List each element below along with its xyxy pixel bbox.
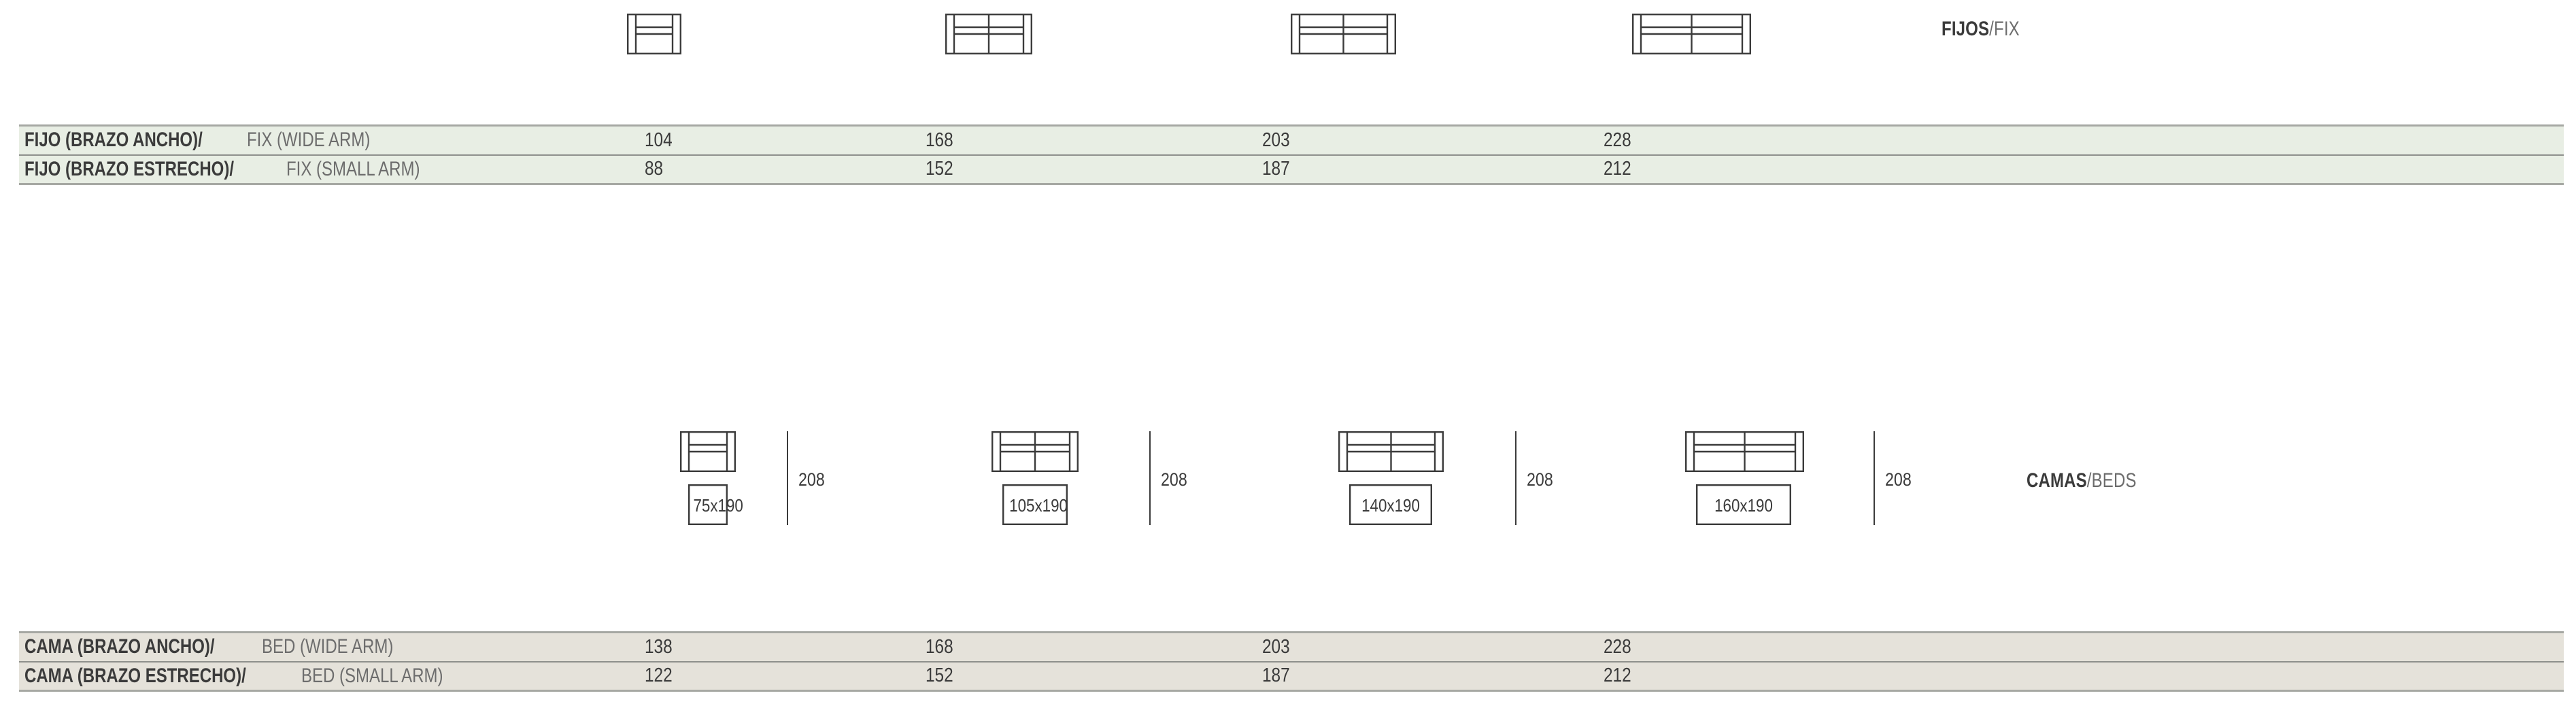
cell-value: 152 xyxy=(926,662,1262,691)
sofa-diagram-fix-4 xyxy=(1632,14,1751,54)
cell-value: 187 xyxy=(1262,662,1604,691)
bed-diagram-1 xyxy=(680,431,736,472)
mattress-label-4: 160x190 xyxy=(1714,495,1773,516)
dimension-label-4: 208 xyxy=(1885,469,1912,490)
bed-diagram-2 xyxy=(992,431,1079,472)
value-text: 228 xyxy=(1604,129,1631,151)
value-text: 228 xyxy=(1604,635,1631,658)
beds-dimensions-table: CAMA (BRAZO ANCHO)/ BED (WIDE ARM) 138 16… xyxy=(19,631,2564,692)
cell-value: 203 xyxy=(1262,633,1604,662)
mattress-box-2 xyxy=(1002,484,1068,525)
cell-value: 228 xyxy=(1604,633,2564,662)
cell-value: 122 xyxy=(645,662,926,691)
row-label-es: CAMA (BRAZO ESTRECHO)/ xyxy=(24,664,246,687)
table-row: CAMA (BRAZO ANCHO)/ BED (WIDE ARM) 138 16… xyxy=(19,632,2564,662)
cell-value: 168 xyxy=(926,633,1262,662)
fixed-dimensions-table: FIJO (BRAZO ANCHO)/ FIX (WIDE ARM) 104 16… xyxy=(19,124,2564,185)
value-text: 203 xyxy=(1262,635,1290,658)
row-label-bed-small-arm: CAMA (BRAZO ESTRECHO)/ BED (SMALL ARM) xyxy=(19,662,645,691)
mattress-box-1 xyxy=(688,484,728,525)
value-text: 104 xyxy=(645,129,673,151)
bed-diagram-3 xyxy=(1338,431,1444,472)
bed-diagram-4 xyxy=(1685,431,1804,472)
cell-value: 212 xyxy=(1604,662,2564,691)
dimension-label-1: 208 xyxy=(798,469,825,490)
row-label-fix-small-arm: FIJO (BRAZO ESTRECHO)/ FIX (SMALL ARM) xyxy=(19,155,645,184)
row-label-en: FIX (WIDE ARM) xyxy=(247,129,371,152)
dimension-label-2: 208 xyxy=(1161,469,1187,490)
value-text: 168 xyxy=(926,635,953,658)
value-text: 187 xyxy=(1262,158,1290,180)
cell-value: 88 xyxy=(645,155,926,184)
section-caption-fix-sep: / xyxy=(1989,18,1994,40)
cell-value: 203 xyxy=(1262,126,1604,155)
row-label-en: BED (SMALL ARM) xyxy=(301,664,443,687)
row-label-en: BED (WIDE ARM) xyxy=(262,635,394,658)
cell-value: 152 xyxy=(926,155,1262,184)
row-label-es: FIJO (BRAZO ANCHO)/ xyxy=(24,129,203,152)
value-text: 152 xyxy=(926,158,953,180)
table-row: FIJO (BRAZO ESTRECHO)/ FIX (SMALL ARM) 8… xyxy=(19,154,2564,184)
table-row: CAMA (BRAZO ESTRECHO)/ BED (SMALL ARM) 12… xyxy=(19,661,2564,691)
mattress-label-3: 140x190 xyxy=(1361,495,1420,516)
section-caption-beds-sep: / xyxy=(2086,469,2092,492)
section-caption-fix-en: FIX xyxy=(1994,18,2020,40)
cell-value: 168 xyxy=(926,126,1262,155)
row-label-fix-wide-arm: FIJO (BRAZO ANCHO)/ FIX (WIDE ARM) xyxy=(19,126,645,155)
dimension-line-4 xyxy=(1874,431,1875,525)
section-caption-beds: CAMAS/BEDS xyxy=(2027,469,2137,492)
mattress-box-3 xyxy=(1349,484,1432,525)
cell-value: 187 xyxy=(1262,155,1604,184)
section-caption-fix: FIJOS/FIX xyxy=(1942,18,2020,41)
value-text: 122 xyxy=(645,665,673,687)
dimension-line-1 xyxy=(787,431,788,525)
row-label-bed-wide-arm: CAMA (BRAZO ANCHO)/ BED (WIDE ARM) xyxy=(19,633,645,662)
section-caption-beds-en: BEDS xyxy=(2091,469,2137,492)
value-text: 88 xyxy=(645,158,664,180)
sofa-diagram-fix-2 xyxy=(945,14,1032,54)
dimension-line-3 xyxy=(1515,431,1516,525)
dimension-line-2 xyxy=(1149,431,1151,525)
row-label-es: FIJO (BRAZO ESTRECHO)/ xyxy=(24,157,235,180)
value-text: 187 xyxy=(1262,665,1290,687)
cell-value: 104 xyxy=(645,126,926,155)
value-text: 203 xyxy=(1262,129,1290,151)
mattress-label-1: 75x190 xyxy=(693,495,743,516)
value-text: 212 xyxy=(1604,665,1631,687)
mattress-box-4 xyxy=(1696,484,1791,525)
value-text: 138 xyxy=(645,635,673,658)
value-text: 152 xyxy=(926,665,953,687)
section-caption-fix-es: FIJOS xyxy=(1942,18,1990,40)
row-label-en: FIX (SMALL ARM) xyxy=(286,157,420,180)
dimension-label-3: 208 xyxy=(1527,469,1553,490)
section-caption-beds-es: CAMAS xyxy=(2027,469,2087,492)
sofa-diagram-fix-1 xyxy=(627,14,681,54)
cell-value: 138 xyxy=(645,633,926,662)
cell-value: 212 xyxy=(1604,155,2564,184)
value-text: 212 xyxy=(1604,158,1631,180)
cell-value: 228 xyxy=(1604,126,2564,155)
sofa-diagram-fix-3 xyxy=(1291,14,1396,54)
value-text: 168 xyxy=(926,129,953,151)
row-label-es: CAMA (BRAZO ANCHO)/ xyxy=(24,635,215,658)
table-row: FIJO (BRAZO ANCHO)/ FIX (WIDE ARM) 104 16… xyxy=(19,125,2564,155)
mattress-label-2: 105x190 xyxy=(1009,495,1068,516)
